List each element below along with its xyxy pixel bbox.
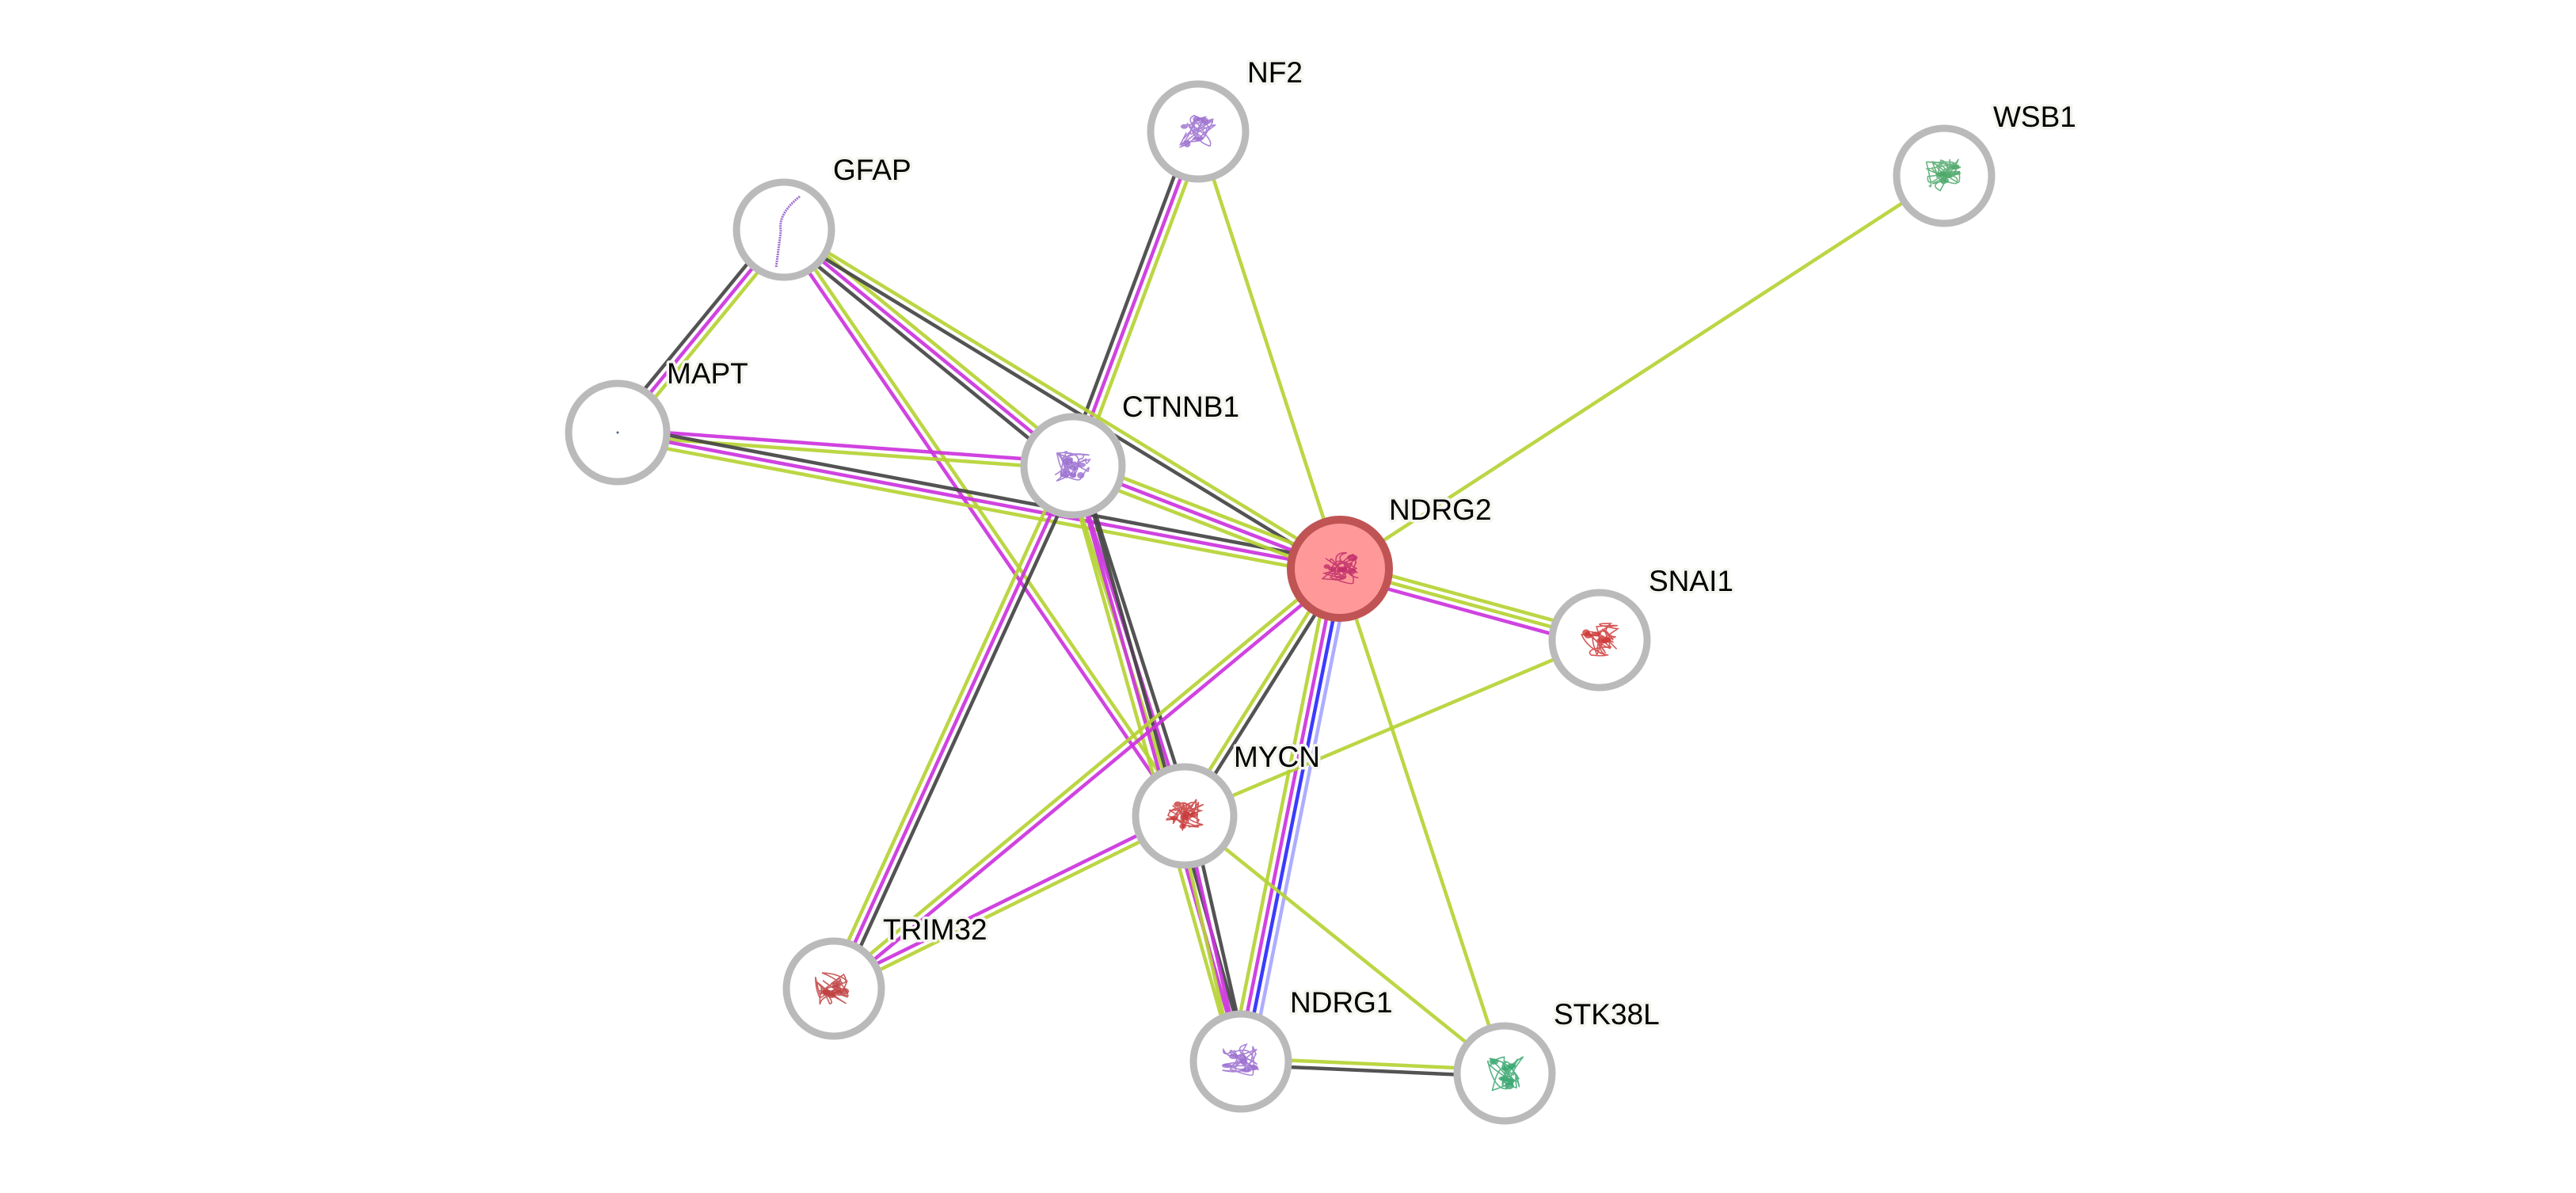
edge-line-experiments[interactable] [831, 465, 1075, 989]
node-snai1[interactable]: SNAI1 [1548, 562, 1736, 692]
edge-line-experiments[interactable] [831, 811, 1185, 988]
edge-ndrg2-stk38l[interactable] [1337, 568, 1507, 1074]
node-label: TRIM32 [883, 913, 987, 946]
edge-line-textmining[interactable] [786, 223, 1079, 463]
edge-line-coexpression[interactable] [838, 467, 1081, 993]
edge-line-coexpression[interactable] [1077, 463, 1193, 815]
edge-line-textmining[interactable] [826, 462, 1069, 987]
protein-structure-icon [1054, 451, 1091, 482]
edge-ctnnb1-trim32[interactable] [826, 462, 1081, 993]
edge-nf2-ndrg2[interactable] [1196, 131, 1342, 570]
node-label: SNAI1 [1649, 565, 1733, 597]
protein-structure-icon [1221, 1043, 1260, 1077]
edge-line-textmining[interactable] [1229, 566, 1332, 1060]
edge-line-textmining[interactable] [1196, 131, 1342, 570]
protein-structure-icon [1166, 799, 1204, 831]
edge-line-textmining[interactable] [830, 564, 1339, 988]
node-label: GFAP [833, 154, 911, 186]
node-label: STK38L [1554, 998, 1660, 1031]
edge-line-homology[interactable] [1249, 570, 1352, 1064]
node-gfap[interactable]: GFAP [732, 151, 914, 281]
edge-ndrg2-trim32[interactable] [830, 564, 1344, 993]
edge-line-textmining[interactable] [834, 817, 1187, 993]
edge-line-experiments[interactable] [782, 228, 1075, 467]
edge-nf2-ctnnb1[interactable] [1064, 128, 1207, 469]
edge-mycn-trim32[interactable] [831, 811, 1187, 993]
edge-line-textmining[interactable] [1338, 174, 1946, 570]
edge-gfap-ndrg2[interactable] [781, 225, 1343, 574]
edge-line-textmining[interactable] [1337, 568, 1507, 1074]
edge-line-experiments[interactable] [618, 427, 1074, 465]
protein-structure-icon [1580, 623, 1619, 657]
edge-line-textmining[interactable] [616, 437, 1339, 577]
edge-line-coexpression[interactable] [618, 424, 1341, 564]
node-nf2[interactable]: NF2 [1147, 54, 1305, 183]
edge-gfap-mycn[interactable] [779, 227, 1189, 819]
protein-structure-icon [616, 431, 619, 434]
node-ctnnb1[interactable]: CTNNB1 [1020, 388, 1242, 519]
edge-line-experiments[interactable] [779, 231, 1184, 819]
protein-structure-icon [815, 972, 850, 1005]
protein-structure-icon [1925, 158, 1961, 192]
node-wsb1[interactable]: WSB1 [1893, 98, 2079, 227]
edge-line-experiments[interactable] [617, 430, 1341, 571]
node-label: NF2 [1247, 56, 1303, 89]
protein-structure-icon [1486, 1056, 1524, 1092]
node-ndrg1[interactable]: NDRG1 [1189, 984, 1395, 1113]
node-trim32[interactable]: TRIM32 [782, 911, 990, 1040]
edge-ndrg2-ndrg1[interactable] [1229, 566, 1352, 1064]
edge-line-coexpression[interactable] [778, 233, 1071, 473]
edge-line-textmining[interactable] [1183, 814, 1506, 1075]
edge-wsb1-ndrg2[interactable] [1338, 174, 1946, 570]
edge-mapt-ndrg2[interactable] [616, 424, 1341, 577]
protein-structure-icon [1178, 114, 1216, 149]
node-stk38l[interactable]: STK38L [1453, 996, 1662, 1125]
node-ndrg2[interactable]: NDRG2 [1287, 491, 1494, 622]
node-label: MAPT [667, 357, 748, 390]
node-label: WSB1 [1993, 101, 2076, 133]
node-mycn[interactable]: MYCN [1132, 738, 1322, 869]
edge-line-experiments[interactable] [1071, 131, 1200, 467]
edge-snai1-mycn[interactable] [1184, 638, 1600, 818]
node-label: CTNNB1 [1122, 391, 1239, 423]
node-circle[interactable] [732, 178, 835, 281]
node-label: NDRG2 [1389, 494, 1492, 526]
protein-structure-icon [774, 195, 801, 269]
protein-structure-icon [1321, 552, 1359, 585]
edge-line-coexpression[interactable] [781, 231, 1339, 574]
edge-line-textmining[interactable] [1064, 467, 1236, 1064]
edge-line-coexpression[interactable] [1064, 128, 1194, 464]
node-mapt[interactable]: MAPT [565, 355, 751, 486]
edge-line-textmining[interactable] [785, 227, 1189, 815]
node-label: NDRG1 [1290, 986, 1393, 1019]
edge-line-database[interactable] [1242, 569, 1345, 1063]
edge-line-experiments[interactable] [835, 570, 1344, 993]
edge-line-textmining[interactable] [785, 225, 1343, 568]
edge-line-experiments[interactable] [1235, 567, 1339, 1062]
edge-line-textmining[interactable] [1077, 133, 1207, 469]
edge-mycn-stk38l[interactable] [1183, 814, 1506, 1075]
edge-mapt-ctnnb1[interactable] [617, 427, 1074, 471]
edge-line-textmining[interactable] [1184, 638, 1600, 818]
node-label: MYCN [1234, 741, 1320, 773]
